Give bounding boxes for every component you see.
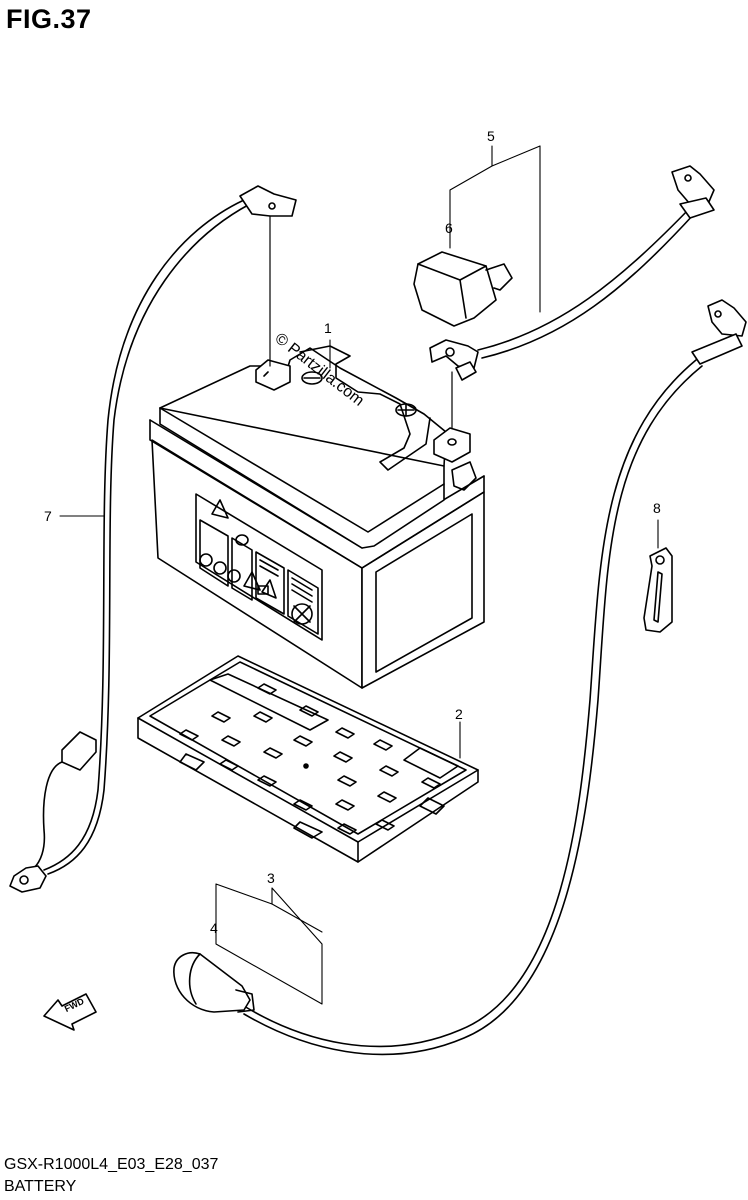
battery bbox=[150, 346, 484, 688]
terminal-cover-6 bbox=[414, 252, 512, 326]
callout-leaders bbox=[60, 146, 658, 1004]
terminal-boot-4 bbox=[174, 953, 254, 1012]
callout-1: 1 bbox=[324, 320, 332, 336]
callout-3: 3 bbox=[267, 870, 275, 886]
lead-wire-7 bbox=[10, 186, 296, 892]
battery-tray bbox=[138, 656, 478, 862]
section-name: BATTERY bbox=[4, 1178, 77, 1195]
callout-5: 5 bbox=[487, 128, 495, 144]
figure-title: FIG.37 bbox=[6, 4, 92, 34]
positive-cable-5 bbox=[430, 166, 714, 428]
callout-8: 8 bbox=[653, 500, 661, 516]
band-clamp-8 bbox=[644, 548, 672, 632]
callout-2: 2 bbox=[455, 706, 463, 722]
callout-6: 6 bbox=[445, 220, 453, 236]
callout-4: 4 bbox=[210, 920, 218, 936]
fwd-arrow-icon bbox=[44, 994, 96, 1030]
negative-cable-3 bbox=[244, 300, 746, 1054]
model-code: GSX-R1000L4_E03_E28_037 bbox=[4, 1156, 219, 1173]
callout-7: 7 bbox=[44, 508, 52, 524]
